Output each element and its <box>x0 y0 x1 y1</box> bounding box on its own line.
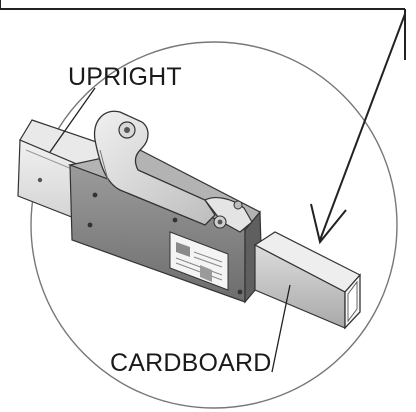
latch-lever <box>93 110 253 233</box>
direction-arrow <box>310 13 406 245</box>
callout-frame-left <box>0 0 405 10</box>
cardboard-tube <box>253 231 361 330</box>
cardboard-leader-line <box>271 284 291 373</box>
cardboard-label: CARDBOARD <box>110 349 272 377</box>
upright-leader-line <box>49 87 96 153</box>
upright-label: UPRIGHT <box>68 63 182 91</box>
warning-decal <box>169 231 229 291</box>
